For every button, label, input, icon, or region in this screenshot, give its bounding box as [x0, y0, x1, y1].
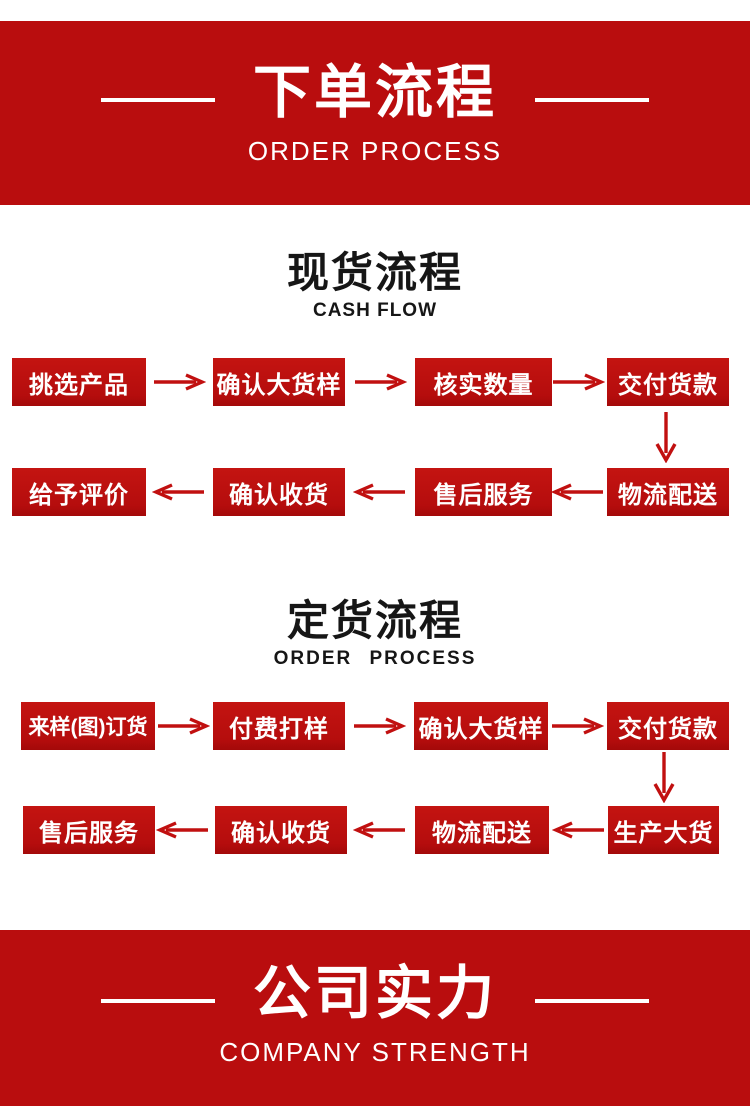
step-order-by-sample: 来样(图)订货 — [21, 702, 155, 750]
step-confirm-bulk-sample: 确认大货样 — [414, 702, 548, 750]
arrow-right-icon — [550, 716, 604, 736]
cash-flow-title: 现货流程 — [286, 249, 463, 296]
order-process-subtitle: ORDER PROCESS — [273, 648, 477, 669]
bottom-banner: 公司实力 COMPANY STRENGTH — [0, 930, 750, 1106]
bottom-banner-title: 公司实力 — [252, 961, 497, 1026]
step-give-review: 给予评价 — [12, 468, 146, 516]
order-process-section-header: 定货流程 ORDER PROCESS — [0, 600, 750, 670]
arrow-right-icon — [551, 372, 605, 392]
step-pay-for-goods: 交付货款 — [607, 702, 729, 750]
cash-flow-section-header: 现货流程 CASH FLOW — [0, 252, 750, 322]
step-pick-product: 挑选产品 — [12, 358, 146, 406]
arrow-right-icon — [156, 716, 210, 736]
left-dash-line — [100, 98, 215, 103]
arrow-down-icon — [653, 751, 675, 803]
right-dash-line — [535, 999, 649, 1004]
arrow-left-icon — [353, 820, 407, 840]
top-banner-title-row: 下单流程 — [100, 60, 649, 125]
order-process-title: 定货流程 — [286, 597, 463, 644]
cash-flow-subtitle: CASH FLOW — [312, 300, 438, 321]
step-after-sales: 售后服务 — [23, 806, 155, 854]
step-confirm-bulk-sample: 确认大货样 — [213, 358, 345, 406]
arrow-right-icon — [352, 716, 406, 736]
step-verify-quantity: 核实数量 — [415, 358, 552, 406]
step-confirm-receipt: 确认收货 — [215, 806, 347, 854]
arrow-down-icon — [655, 411, 677, 463]
top-banner-subtitle: ORDER PROCESS — [247, 135, 503, 166]
step-paid-sampling: 付费打样 — [213, 702, 345, 750]
left-dash-line — [100, 999, 215, 1004]
step-produce-bulk: 生产大货 — [608, 806, 719, 854]
step-logistics: 物流配送 — [415, 806, 549, 854]
bottom-banner-title-row: 公司实力 — [100, 961, 649, 1026]
arrow-left-icon — [156, 820, 210, 840]
step-logistics: 物流配送 — [607, 468, 729, 516]
step-pay-for-goods: 交付货款 — [607, 358, 729, 406]
step-confirm-receipt: 确认收货 — [213, 468, 345, 516]
step-after-sales: 售后服务 — [415, 468, 552, 516]
arrow-right-icon — [353, 372, 407, 392]
top-banner: 下单流程 ORDER PROCESS — [0, 21, 750, 205]
arrow-right-icon — [152, 372, 206, 392]
arrow-left-icon — [152, 482, 206, 502]
top-banner-title: 下单流程 — [252, 60, 497, 125]
bottom-banner-subtitle: COMPANY STRENGTH — [219, 1036, 531, 1067]
arrow-left-icon — [551, 482, 605, 502]
arrow-left-icon — [353, 482, 407, 502]
right-dash-line — [535, 98, 649, 103]
arrow-left-icon — [552, 820, 606, 840]
